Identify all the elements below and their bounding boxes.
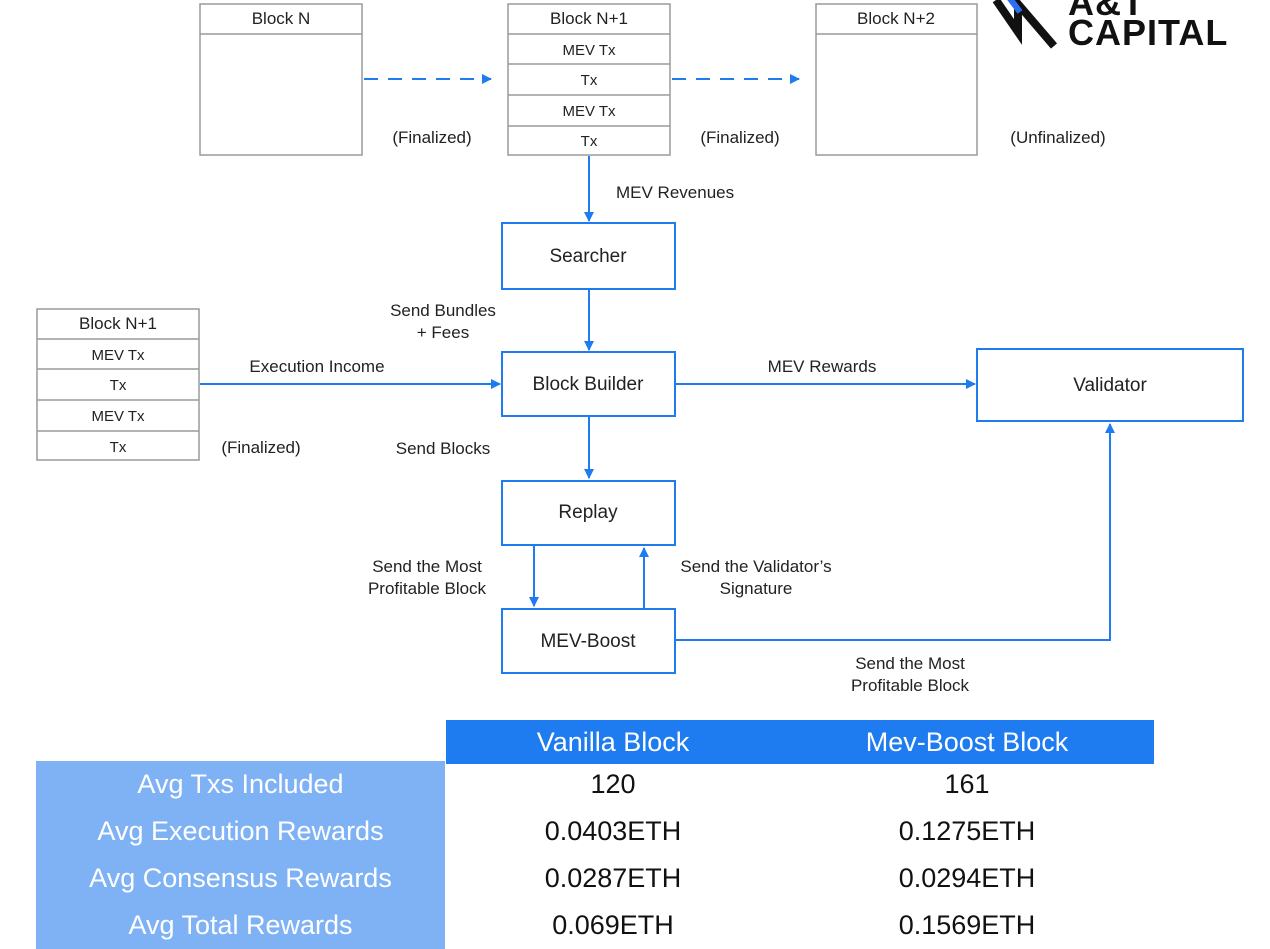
logo-text-line1: A&T	[1068, 0, 1145, 23]
block-n1-left: Block N+1 MEV Tx Tx MEV Tx Tx	[36, 308, 200, 461]
edge-label-mev-revenues: MEV Revenues	[616, 183, 734, 202]
row-header: Avg Consensus Rewards	[36, 855, 445, 902]
block-builder-node: Block Builder	[501, 351, 676, 417]
edge-label-send-blocks: Send Blocks	[396, 439, 491, 458]
edge-label-send-bundles-fees: + Fees	[417, 323, 469, 342]
edge-label-most-profitable: Profitable Block	[368, 579, 487, 598]
block-n1-left-row: MEV Tx	[91, 408, 145, 425]
replay-label: Replay	[558, 502, 618, 523]
searcher-node: Searcher	[501, 222, 676, 290]
row-header: Avg Total Rewards	[36, 902, 445, 949]
edge-label-validator-signature: Signature	[720, 579, 793, 598]
table-cell-mev-boost: 0.1569ETH	[898, 910, 1036, 940]
edge-label-send-bundles: Send Bundles	[390, 301, 496, 320]
block-n1-top-title: Block N+1	[550, 9, 628, 28]
edge-label-most-profitable: Send the Most	[372, 557, 482, 576]
edge-label-most-profitable-2: Profitable Block	[851, 676, 970, 695]
replay-node: Replay	[501, 480, 676, 546]
column-header-vanilla: Vanilla Block	[446, 720, 780, 764]
block-n2-status: (Unfinalized)	[1010, 128, 1105, 147]
mev-boost-node: MEV-Boost	[501, 608, 676, 674]
table-cell-vanilla: 0.0403ETH	[544, 816, 682, 846]
block-n1-left-row: Tx	[110, 377, 127, 394]
block-n1-top-row: MEV Tx	[562, 103, 616, 120]
block-n1-top-row: Tx	[581, 72, 598, 89]
table-cell-mev-boost: 161	[944, 769, 990, 799]
validator-label: Validator	[1073, 375, 1147, 396]
edge-label-most-profitable-2: Send the Most	[855, 654, 965, 673]
block-n1-top-row: Tx	[581, 133, 598, 150]
block-n1-top-status: (Finalized)	[700, 128, 779, 147]
column-header-mev-boost: Mev-Boost Block	[780, 720, 1154, 764]
arrow-mevboost-to-validator	[676, 423, 1115, 641]
block-n-title: Block N	[252, 9, 311, 28]
block-n: Block N	[199, 3, 363, 156]
brand-logo: A&T CAPITAL	[992, 0, 1262, 58]
table-cell-mev-boost: 0.1275ETH	[898, 816, 1036, 846]
block-n2-title: Block N+2	[857, 9, 935, 28]
edge-label-execution-income: Execution Income	[249, 357, 384, 376]
block-n1-left-row: MEV Tx	[91, 347, 145, 364]
validator-node: Validator	[976, 348, 1244, 422]
row-header: Avg Execution Rewards	[36, 808, 445, 855]
block-n1-top: Block N+1 MEV Tx Tx MEV Tx Tx	[507, 3, 671, 156]
logo-mark-icon	[992, 0, 1058, 49]
table-cell-mev-boost: 0.0294ETH	[898, 863, 1036, 893]
block-n2: Block N+2	[815, 3, 978, 156]
table-cell-vanilla: 0.0287ETH	[544, 863, 682, 893]
table-cell-vanilla: 0.069ETH	[552, 910, 674, 940]
mev-boost-label: MEV-Boost	[540, 631, 636, 652]
searcher-label: Searcher	[549, 246, 627, 267]
block-n1-top-row: MEV Tx	[562, 42, 616, 59]
block-n1-left-title: Block N+1	[79, 314, 157, 333]
block-n-status: (Finalized)	[392, 128, 471, 147]
logo-text-line2: CAPITAL	[1068, 12, 1229, 53]
edge-label-mev-rewards: MEV Rewards	[768, 357, 877, 376]
block-n1-left-status: (Finalized)	[221, 438, 300, 457]
edge-label-validator-signature: Send the Validator’s	[680, 557, 831, 576]
table-cell-vanilla: 120	[590, 769, 636, 799]
row-header: Avg Txs Included	[36, 761, 445, 808]
block-n1-left-row: Tx	[110, 439, 127, 456]
block-builder-label: Block Builder	[533, 374, 645, 395]
